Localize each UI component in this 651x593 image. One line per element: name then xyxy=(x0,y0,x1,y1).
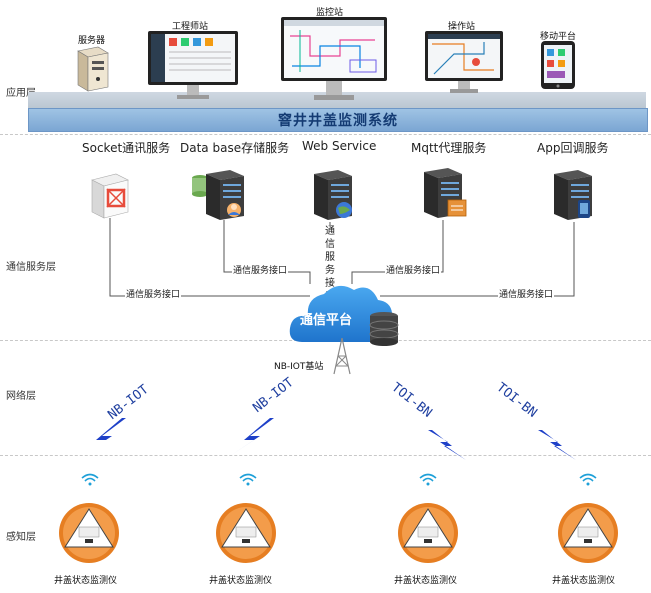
layer-label-application: 应用层 xyxy=(6,88,36,99)
tablet-icon xyxy=(541,41,575,89)
service-label-web: Web Service xyxy=(302,139,377,153)
interface-label-mqtt: 通信服务接口 xyxy=(385,263,442,276)
system-title: 窨井井盖监测系统 xyxy=(278,113,398,129)
sensor-label: 井盖状态监测仪 xyxy=(552,576,616,586)
monitor-icon xyxy=(425,31,503,93)
layer-divider xyxy=(0,455,651,456)
web-server-icon xyxy=(314,170,352,220)
layer-label-network: 网络层 xyxy=(6,391,36,402)
device-label-operator-station: 操作站 xyxy=(448,22,476,32)
base-station-label: NB-IOT基站 xyxy=(274,362,324,372)
monitor-icon xyxy=(148,31,238,99)
manhole-sensor-icon xyxy=(398,503,458,563)
sensor-label: 井盖状态监测仪 xyxy=(209,576,273,586)
interface-label-database: 通信服务接口 xyxy=(232,263,289,276)
lightning-icon xyxy=(230,418,274,456)
system-title-bar: 窨井井盖监测系统 xyxy=(28,108,648,132)
service-label-app: App回调服务 xyxy=(537,141,609,155)
server-tower-icon xyxy=(77,46,109,92)
interface-label-socket: 通信服务接口 xyxy=(125,287,182,300)
wifi-icon xyxy=(579,473,597,486)
device-label-engineer-station: 工程师站 xyxy=(172,22,209,32)
database-server-icon xyxy=(192,170,244,220)
interface-label-app: 通信服务接口 xyxy=(498,287,555,300)
service-label-database: Data base存储服务 xyxy=(180,141,290,155)
lightning-icon xyxy=(428,430,466,460)
sensor-label: 井盖状态监测仪 xyxy=(394,576,458,586)
proxy-server-icon xyxy=(424,168,467,218)
network-server-icon xyxy=(91,173,129,219)
service-label-mqtt: Mqtt代理服务 xyxy=(411,141,487,155)
lightning-icon xyxy=(538,430,576,460)
manhole-sensor-icon xyxy=(216,503,276,563)
service-label-socket: Socket通讯服务 xyxy=(82,141,171,155)
wifi-icon xyxy=(81,473,99,486)
sensor-label: 井盖状态监测仪 xyxy=(54,576,118,586)
antenna-tower-icon xyxy=(333,337,351,375)
platform-label: 通信平台 xyxy=(300,313,353,328)
app-server-icon xyxy=(554,170,592,220)
wifi-icon xyxy=(419,473,437,486)
device-label-server: 服务器 xyxy=(78,36,106,46)
layer-divider xyxy=(0,134,651,135)
monitor-icon xyxy=(281,17,387,100)
wifi-icon xyxy=(239,473,257,486)
layer-label-perception: 感知层 xyxy=(6,532,36,543)
manhole-sensor-icon xyxy=(558,503,618,563)
device-label-monitoring-station: 监控站 xyxy=(316,8,344,18)
cloud-platform-icon xyxy=(289,285,399,346)
layer-label-communication-service: 通信服务层 xyxy=(6,262,56,273)
device-label-mobile-platform: 移动平台 xyxy=(540,32,577,42)
manhole-sensor-icon xyxy=(59,503,119,563)
lightning-icon xyxy=(82,418,126,456)
